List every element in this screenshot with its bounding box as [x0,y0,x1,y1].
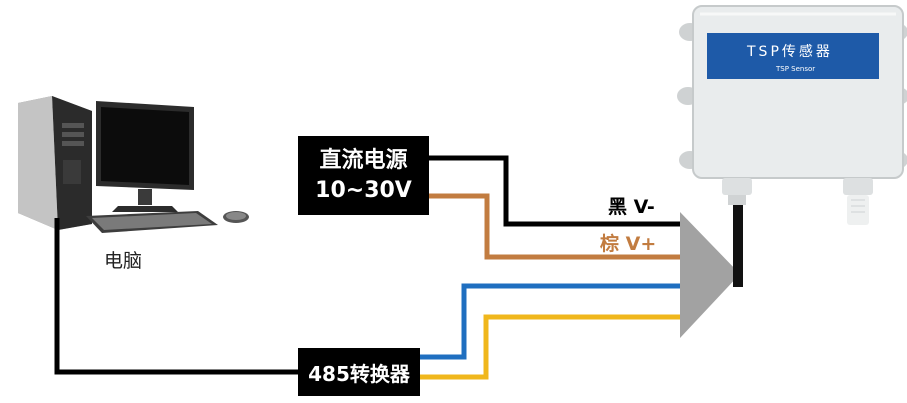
cable-junction [680,212,740,338]
sensor-label-plate [707,33,879,79]
sensor-subtitle: TSP Sensor [776,65,816,73]
blue-wire [420,283,680,360]
power-supply-voltage: 10~30V [315,177,412,203]
power-supply-box: 直流电源 10~30V [298,136,429,215]
power-supply-title: 直流电源 [319,147,408,173]
sensor-title: TSP传感器 [747,44,833,60]
yellow-wire [420,314,680,380]
black-wire-label: 黑 V- [608,196,655,218]
brown-wire-label: 棕 V+ [600,233,657,255]
sensor-device [677,5,907,287]
black-wire [429,155,680,227]
rs485-converter-box: 485转换器 [298,348,420,396]
pc-to-converter-wire [54,218,300,375]
computer-illustration [18,96,249,233]
converter-label: 485转换器 [308,361,410,386]
computer-label: 电脑 [104,250,143,272]
brown-wire [429,193,680,260]
